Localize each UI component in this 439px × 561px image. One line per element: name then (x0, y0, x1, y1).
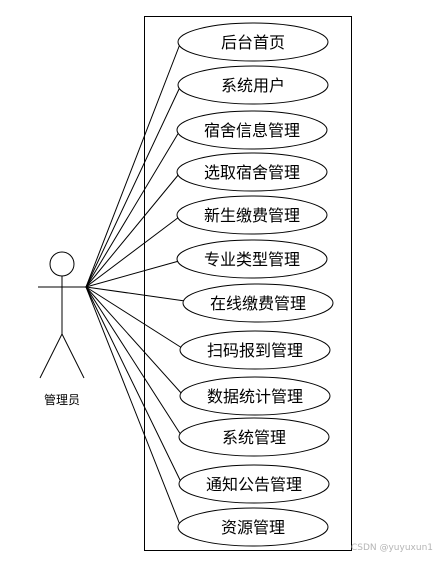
use-case: 通知公告管理 (178, 464, 330, 504)
use-case: 资源管理 (177, 507, 329, 547)
association-lines (85, 43, 186, 526)
actor-right-leg (61, 333, 85, 379)
use-case: 扫码报到管理 (179, 330, 331, 370)
use-case: 数据统计管理 (179, 376, 331, 416)
association-line (85, 286, 181, 526)
association-line (85, 286, 182, 436)
use-case: 后台首页 (177, 22, 329, 62)
use-case: 新生缴费管理 (176, 195, 328, 235)
use-case-label: 在线缴费管理 (210, 294, 306, 313)
use-case: 系统管理 (178, 417, 330, 457)
use-case-ellipse (182, 283, 334, 323)
use-case-ellipse (179, 376, 331, 416)
association-line (85, 43, 181, 288)
use-case: 宿舍信息管理 (176, 110, 328, 150)
association-line (85, 173, 180, 288)
use-case: 专业类型管理 (176, 239, 328, 279)
use-case-ellipse (176, 195, 328, 235)
use-case-ellipse (176, 152, 328, 192)
use-case-label: 系统管理 (222, 428, 286, 447)
actor-head (49, 251, 75, 277)
use-case-label: 扫码报到管理 (207, 341, 303, 360)
association-line (85, 286, 183, 349)
use-case-label: 选取宿舍管理 (204, 163, 300, 182)
use-case: 系统用户 (177, 65, 329, 105)
use-case: 选取宿舍管理 (176, 152, 328, 192)
association-line (85, 86, 181, 288)
association-line (85, 286, 186, 302)
association-line (85, 216, 180, 288)
use-case: 在线缴费管理 (182, 283, 334, 323)
actor-label: 管理员 (44, 392, 80, 407)
use-case-ellipse (176, 239, 328, 279)
association-line (85, 286, 183, 395)
use-case-ellipse (177, 65, 329, 105)
use-case-label: 系统用户 (221, 76, 285, 95)
use-case-ellipse (177, 22, 329, 62)
association-line (85, 286, 182, 483)
watermark: CSDN @yuyuxun1 (350, 543, 433, 553)
use-case-label: 通知公告管理 (206, 475, 302, 494)
use-case-ellipse (178, 464, 330, 504)
system-boundary (144, 16, 352, 551)
actor: 管理员 (38, 251, 86, 407)
use-case-label: 新生缴费管理 (204, 206, 300, 225)
use-case-label: 专业类型管理 (204, 250, 300, 269)
use-case-label: 后台首页 (221, 33, 285, 52)
actor-left-leg (39, 333, 63, 379)
use-cases: 后台首页系统用户宿舍信息管理选取宿舍管理新生缴费管理专业类型管理在线缴费管理扫码… (176, 22, 334, 547)
use-case-ellipse (179, 330, 331, 370)
use-case-ellipse (178, 417, 330, 457)
use-case-label: 数据统计管理 (207, 387, 303, 406)
association-line (85, 260, 180, 288)
use-case-ellipse (177, 507, 329, 547)
use-case-label: 宿舍信息管理 (204, 121, 300, 140)
use-case-ellipse (176, 110, 328, 150)
association-line (85, 131, 180, 288)
use-case-label: 资源管理 (221, 518, 285, 537)
